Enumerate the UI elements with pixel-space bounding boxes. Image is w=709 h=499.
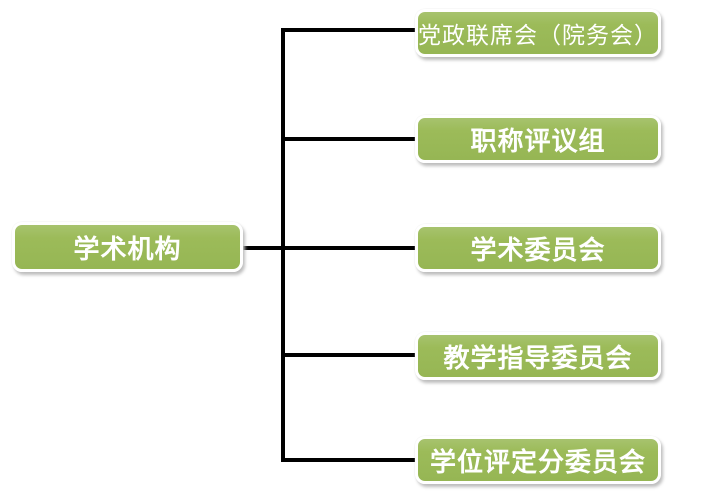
- child-node-academic-committee: 学术委员会: [415, 224, 661, 272]
- child-node-label: 学术委员会: [470, 235, 606, 266]
- child-node-label: 学位评定分委员会: [429, 447, 646, 478]
- child-node-teaching-steering-committee: 教学指导委员会: [415, 332, 661, 380]
- child-node-label: 职称评议组: [470, 126, 606, 157]
- child-node-title-review-group: 职称评议组: [415, 115, 661, 163]
- child-node-degree-evaluation-subcommittee: 学位评定分委员会: [415, 436, 661, 484]
- root-node-label: 学术机构: [73, 234, 182, 265]
- connector-vertical-trunk: [281, 28, 285, 462]
- connector-branch-1: [281, 28, 415, 32]
- root-node-academic-org: 学术机构: [12, 222, 243, 272]
- child-node-label: 教学指导委员会: [443, 343, 633, 374]
- connector-branch-3: [243, 246, 415, 250]
- connector-branch-4: [281, 353, 415, 357]
- child-node-joint-meeting: 党政联席会（院务会）: [415, 9, 661, 57]
- connector-branch-2: [281, 137, 415, 141]
- child-node-label: 党政联席会（院务会）: [418, 23, 658, 49]
- connector-branch-5: [281, 458, 415, 462]
